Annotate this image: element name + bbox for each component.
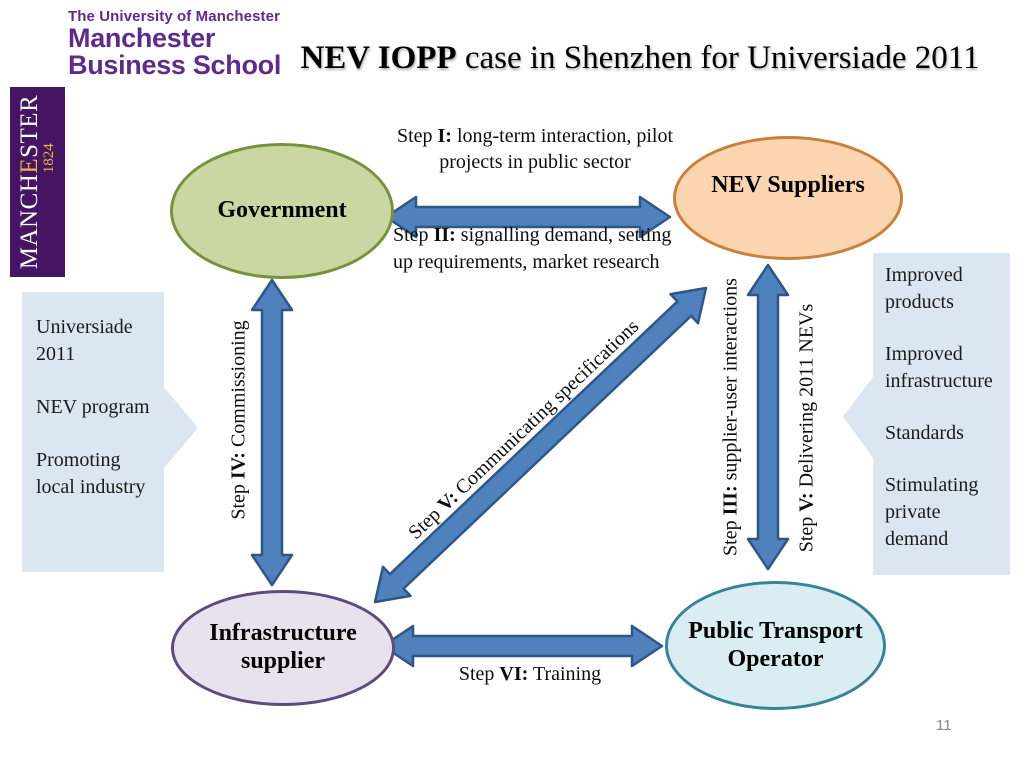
left-box-item: Promoting local industry [36,449,146,498]
slide-title: NEV IOPP case in Shenzhen for Universiad… [270,40,1010,77]
arrow-step3-5-vertical [746,263,790,571]
manchester-1824-banner: MANCHESTER 1824 [10,87,65,277]
step4-label: Step IV: Commissioning [227,320,250,520]
arrow-step5-diagonal [373,286,708,604]
logo-school-line1: Manchester [68,23,216,53]
node-public-transport-operator: Public Transport Operator [665,581,886,710]
node-public-transport-operator-label: Public Transport Operator [688,617,863,672]
page-number: 11 [936,717,952,734]
arrow-step1-2-horizontal [384,195,672,239]
step5-right-label: Step V: Delivering 2011 NEVs [795,303,818,553]
node-government-label: Government [217,197,347,224]
logo-school-line2: Business School [68,50,282,80]
slide-title-bold: NEV IOPP [300,40,457,76]
right-box-item: Improved infrastructure [885,343,993,392]
node-nev-suppliers: NEV Suppliers [673,136,903,260]
logo-university-line: The University of Manchester [68,8,281,25]
step6-label: Step VI: Training [458,663,602,685]
slide-title-rest: case in Shenzhen for Universiade 2011 [456,40,980,76]
right-box-item: Improved products [885,264,963,313]
left-context-box-content: Universiade 2011 NEV program Promoting l… [22,292,156,501]
right-outcomes-box-content: Improved products Improved infrastructur… [843,253,1007,553]
node-nev-suppliers-label: NEV Suppliers [711,172,865,199]
node-infrastructure-supplier-label: Infrastructure supplier [209,620,357,674]
node-infrastructure-supplier: Infrastructure supplier [171,590,395,706]
step2-label: Step II: signalling demand, setting up r… [393,224,672,273]
arrow-step4-vertical [250,278,294,587]
arrow-step6-horizontal [381,624,664,668]
left-box-item: NEV program [36,396,150,418]
right-box-item: Standards [885,422,964,444]
step1-label: Step I: long-term interaction, pilot pro… [396,125,674,173]
manchester-business-school-logo: The University of Manchester Manchester … [68,8,281,79]
node-government: Government [170,143,394,279]
right-box-item: Stimulating private demand [885,474,979,550]
left-box-item: Universiade 2011 [36,316,133,365]
step3-label: Step III: supplier-user interactions [719,278,742,556]
